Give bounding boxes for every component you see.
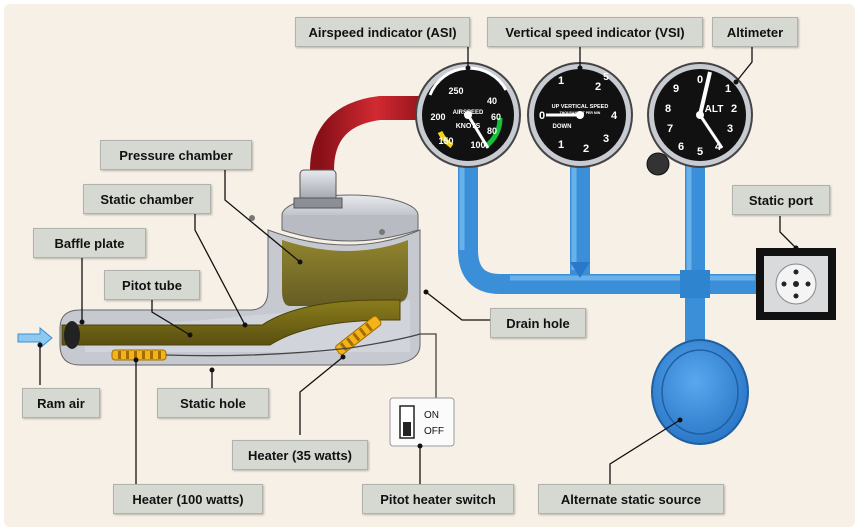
asi-80: 80 — [487, 126, 497, 136]
heater-wire — [165, 333, 437, 398]
asi-100: 100 — [470, 140, 485, 150]
label-static-chamber: Static chamber — [83, 184, 211, 214]
pitot-tube-channel — [61, 299, 401, 346]
airspeed-indicator-gauge — [415, 62, 521, 168]
label-vertical-speed-indicator: Vertical speed indicator (VSI) — [487, 17, 703, 47]
vsi-digit-1a: 1 — [558, 75, 564, 87]
ram-air-arrow — [17, 326, 53, 350]
vsi-digit-2b: 2 — [583, 143, 589, 155]
label-airspeed-indicator: Airspeed indicator (ASI) — [295, 17, 470, 47]
line-fitting-nut — [293, 197, 343, 209]
alt-digit-1: 1 — [725, 83, 731, 95]
alt-digit-4: 4 — [715, 141, 722, 153]
vsi-digit-3: 3 — [603, 133, 609, 145]
alt-word: ALT — [705, 104, 724, 115]
gauge-face-text: 250 200 150 40 60 80 100 AIRSPEED KNOTS … — [430, 72, 737, 158]
line-fitting — [299, 169, 337, 203]
label-ram-air: Ram air — [22, 388, 100, 418]
vsi-digit-1b: 1 — [558, 139, 564, 151]
alt-digit-0: 0 — [697, 74, 703, 86]
label-alternate-static-source: Alternate static source — [538, 484, 724, 514]
vsi-sub-label: THOUSAND FT PER MIN — [560, 111, 601, 115]
vsi-down-label: DOWN — [553, 124, 572, 130]
switch-on-label: ON — [424, 410, 439, 421]
label-static-port: Static port — [732, 185, 830, 215]
housing-screw-right — [379, 229, 385, 235]
vertical-speed-indicator-gauge — [527, 62, 633, 168]
static-line-highlight — [459, 165, 755, 281]
label-pitot-heater-switch: Pitot heater switch — [362, 484, 514, 514]
vsi-top-label: UP VERTICAL SPEED — [552, 104, 609, 110]
label-baffle-plate: Baffle plate — [33, 228, 146, 258]
static-port-holes — [781, 269, 811, 299]
alt-digit-9: 9 — [673, 83, 679, 95]
label-heater-35: Heater (35 watts) — [232, 440, 368, 470]
vsi-digit-4: 4 — [611, 110, 618, 122]
vsi-digit-2a: 2 — [595, 81, 601, 93]
vsi-digit-0: 0 — [539, 110, 545, 122]
label-pitot-tube: Pitot tube — [104, 270, 200, 300]
alt-digit-8: 8 — [665, 103, 671, 115]
asi-200: 200 — [430, 112, 445, 122]
static-cross-junction — [680, 270, 710, 298]
alternate-static-source — [651, 339, 749, 445]
leader-lines — [39, 44, 797, 486]
heater-100w — [111, 349, 167, 361]
switch-toggle — [403, 422, 411, 436]
asi-word-knots: KNOTS — [456, 123, 481, 130]
alt-digit-3: 3 — [727, 123, 733, 135]
alt-digit-6: 6 — [678, 141, 684, 153]
asi-250: 250 — [448, 86, 463, 96]
asi-150: 150 — [438, 136, 453, 146]
vsi-digit-5: 5 — [603, 72, 609, 83]
housing-screw-left — [249, 215, 255, 221]
static-line — [458, 165, 760, 345]
asi-40: 40 — [487, 96, 497, 106]
label-heater-100: Heater (100 watts) — [113, 484, 263, 514]
alt-digit-2: 2 — [731, 103, 737, 115]
altimeter-gauge — [646, 62, 753, 176]
alt-digit-7: 7 — [667, 123, 673, 135]
label-altimeter: Altimeter — [712, 17, 798, 47]
label-static-hole: Static hole — [157, 388, 269, 418]
pitot-line — [310, 96, 430, 171]
alt-digit-5: 5 — [697, 146, 703, 158]
asi-word-airspeed: AIRSPEED — [453, 110, 484, 116]
asi-60: 60 — [491, 112, 501, 122]
alternate-static-rim — [661, 349, 739, 435]
baffle-plate — [64, 321, 80, 349]
leader-dots — [37, 65, 799, 449]
label-drain-hole: Drain hole — [490, 308, 586, 338]
static-junction — [570, 262, 590, 278]
switch-off-label: OFF — [424, 426, 444, 437]
label-pressure-chamber: Pressure chamber — [100, 140, 252, 170]
